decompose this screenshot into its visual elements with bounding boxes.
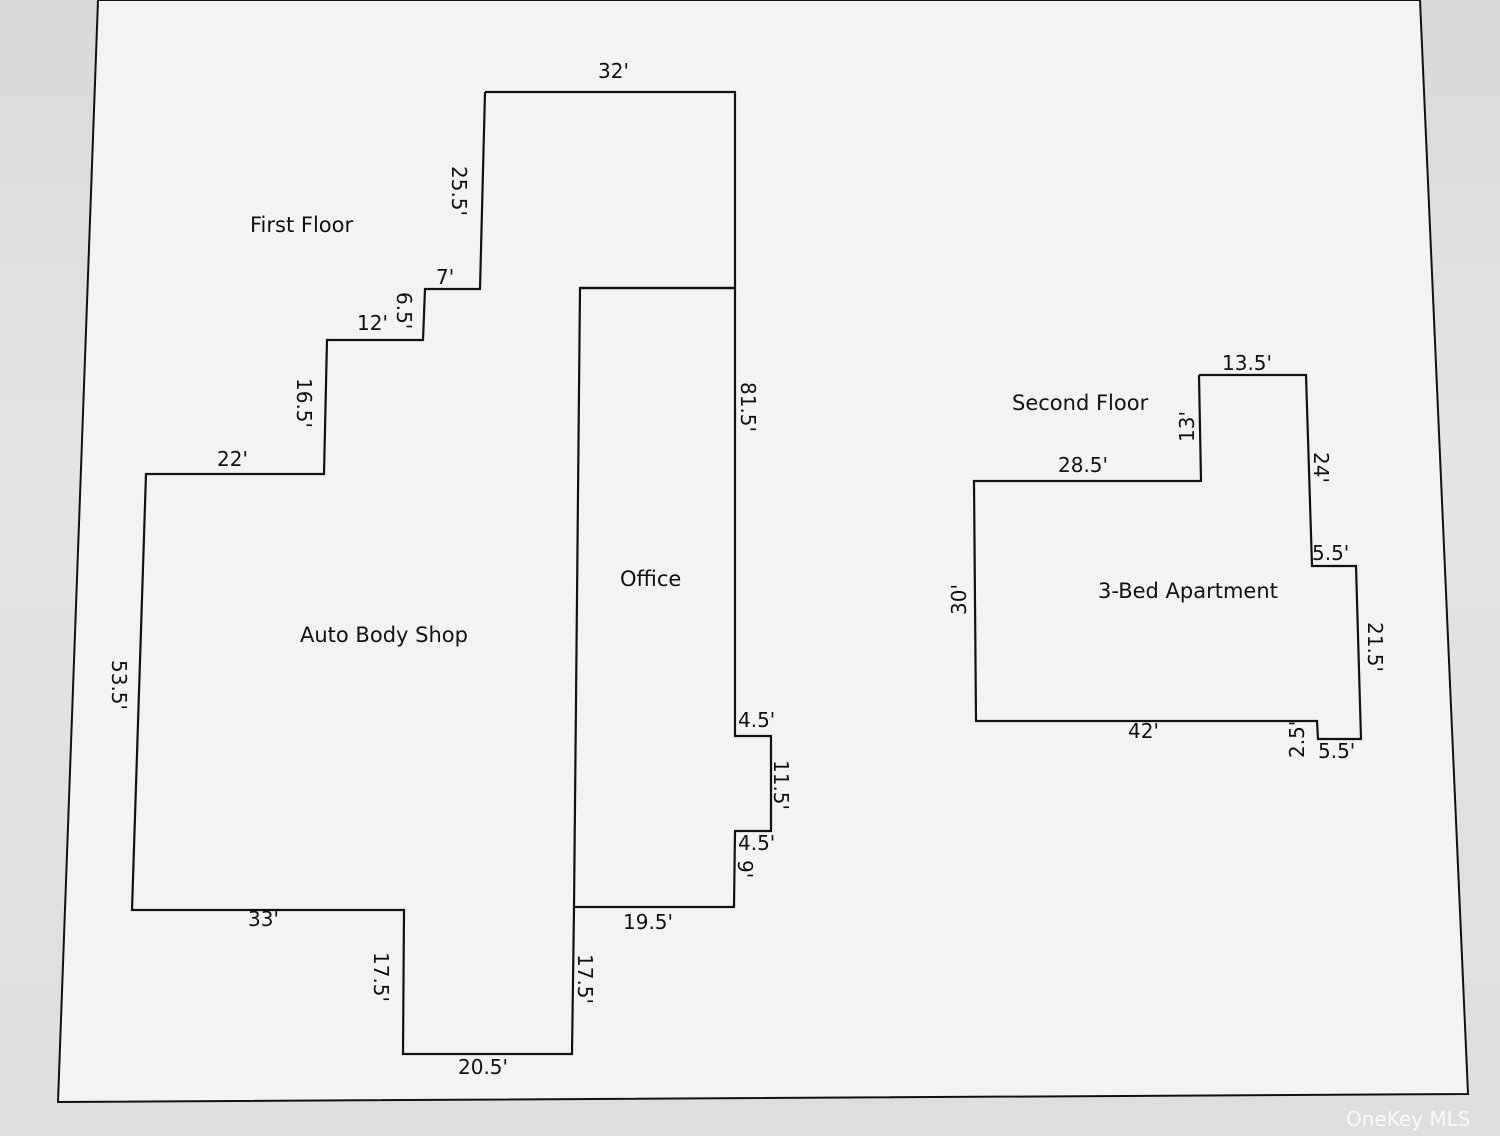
dim-top-28-5: 28.5' (1058, 453, 1108, 477)
dim-step-5-5-bottom: 5.5' (1318, 739, 1355, 763)
dim-right-11-5: 11.5' (769, 760, 793, 810)
dim-notch-right-17-5: 17.5' (573, 954, 597, 1004)
watermark: OneKey MLS (1346, 1107, 1470, 1131)
dim-right-4-5-top: 4.5' (738, 708, 775, 732)
dim-step-2-5: 2.5' (1285, 721, 1309, 758)
dim-step-7: 7' (436, 265, 454, 289)
dim-left-13: 13' (1175, 411, 1199, 442)
dim-right-24: 24' (1309, 452, 1333, 483)
dim-step-5-5-top: 5.5' (1312, 541, 1349, 565)
dim-bottom-33: 33' (248, 907, 279, 931)
dim-left-upper: 25.5' (447, 166, 471, 216)
paper-sheet (56, 0, 1470, 1104)
dim-right-21-5: 21.5' (1363, 622, 1387, 672)
dim-notch-left-17-5: 17.5' (369, 952, 393, 1002)
dim-left-30: 30' (947, 584, 971, 615)
office-label: Office (620, 567, 681, 591)
dim-right-9: 9' (733, 860, 757, 878)
dim-right-4-5-bottom: 4.5' (738, 831, 775, 855)
second-floor-label: Second Floor (1012, 391, 1149, 415)
apartment-outline (972, 373, 1363, 741)
first-floor-label: First Floor (250, 213, 353, 237)
dim-step-16-5: 16.5' (292, 378, 316, 428)
dim-step-22: 22' (217, 447, 248, 471)
auto-body-shop-label: Auto Body Shop (300, 623, 468, 647)
apartment-label: 3-Bed Apartment (1098, 579, 1278, 603)
dim-top-13-5: 13.5' (1222, 351, 1272, 375)
dim-bottom-42: 42' (1128, 719, 1159, 743)
dim-notch-bottom-20-5: 20.5' (458, 1055, 508, 1079)
dim-bottom-19-5: 19.5' (623, 910, 673, 934)
dim-step-12: 12' (357, 311, 388, 335)
dim-top: 32' (598, 59, 629, 83)
dim-step-6-5: 6.5' (392, 292, 416, 329)
dim-left-53-5: 53.5' (107, 660, 131, 710)
dim-right-81-5: 81.5' (736, 382, 760, 432)
office-outline (574, 286, 773, 909)
